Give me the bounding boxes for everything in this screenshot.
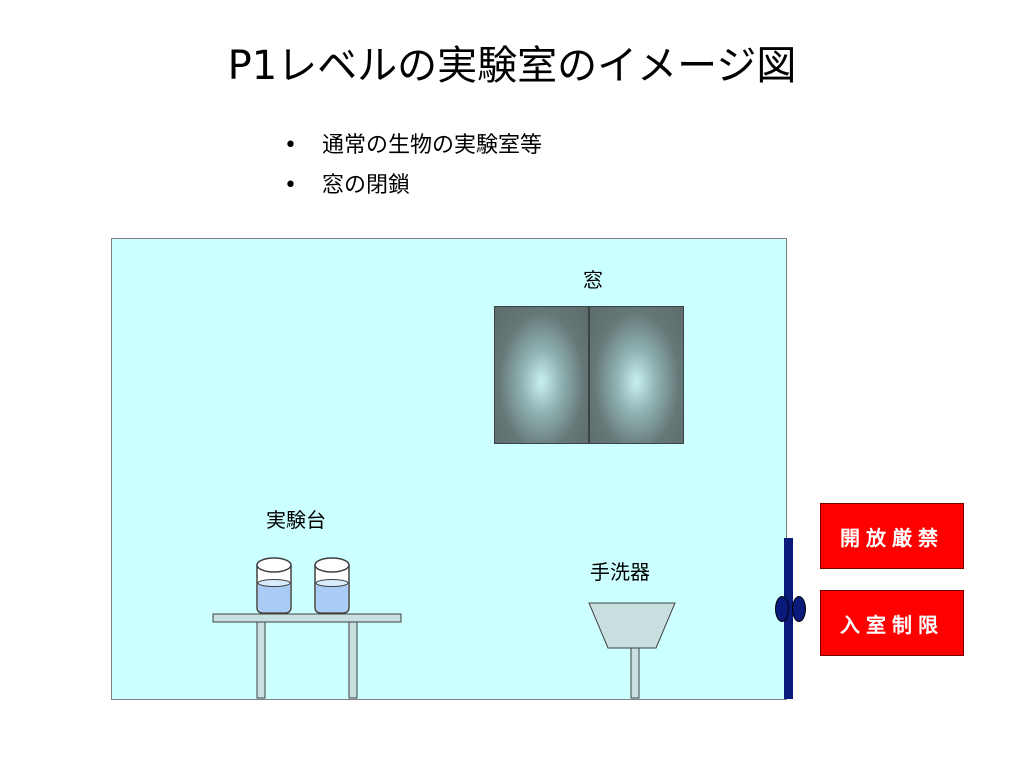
window-pane-right <box>590 307 683 443</box>
bullet-marker: • <box>284 173 297 198</box>
bullet-text: 通常の生物の実験室等 <box>322 133 543 158</box>
bullet-marker: • <box>284 133 297 158</box>
bullet-text: 窓の閉鎖 <box>322 173 411 198</box>
door-knob-inner[interactable] <box>775 596 789 622</box>
bench-label: 実験台 <box>266 508 326 532</box>
sign-restricted-entry: 入室制限 <box>820 590 964 656</box>
bullet-list: • 通常の生物の実験室等 • 窓の閉鎖 <box>284 126 542 206</box>
door[interactable] <box>784 538 793 699</box>
window-label: 窓 <box>583 268 603 292</box>
bullet-item: • 通常の生物の実験室等 <box>284 126 542 166</box>
sign-keep-closed: 開放厳禁 <box>820 503 964 569</box>
bullet-item: • 窓の閉鎖 <box>284 166 542 206</box>
slide-title: P1レベルの実験室のイメージ図 <box>227 43 797 89</box>
hand-wash-sink <box>588 602 676 699</box>
sink-label: 手洗器 <box>590 560 650 584</box>
window-pane-left <box>495 307 590 443</box>
lab-bench <box>212 613 402 699</box>
door-knob-outer[interactable] <box>792 596 806 622</box>
closed-window <box>494 306 684 444</box>
beaker-right <box>314 557 350 614</box>
beaker-left <box>256 557 292 614</box>
